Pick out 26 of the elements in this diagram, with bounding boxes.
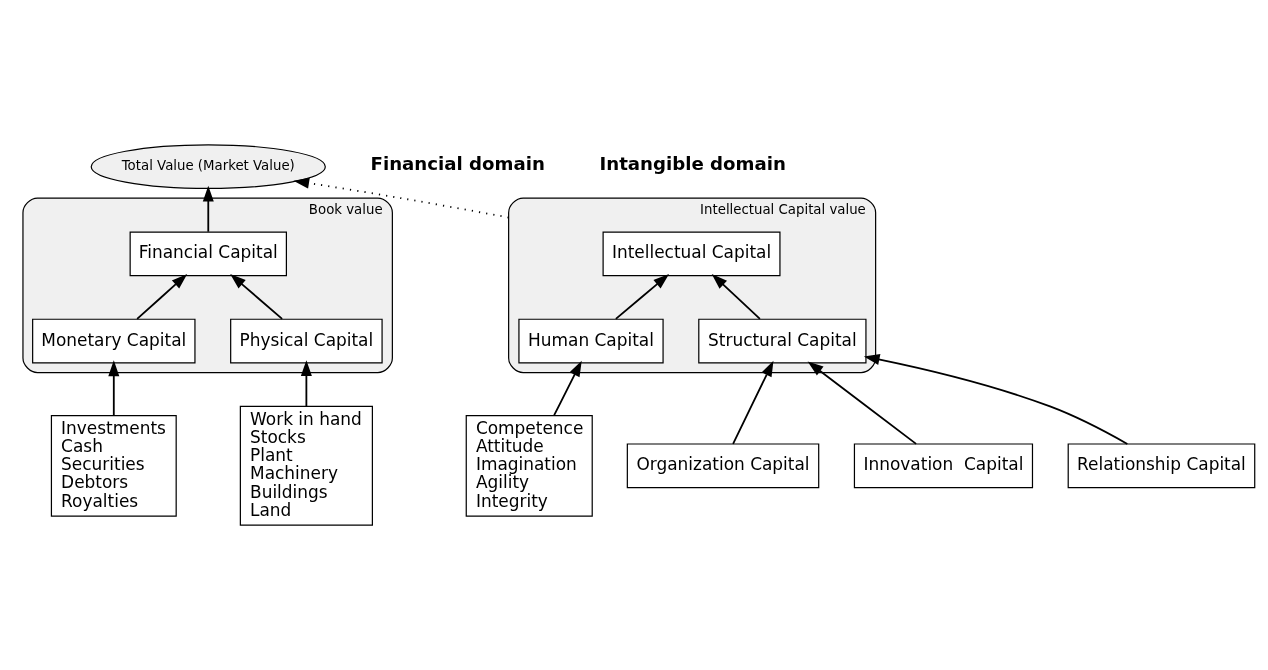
node-box: Relationship Capital [1067,443,1256,489]
arrow [230,273,284,320]
arrow [136,273,188,320]
arrow [711,273,761,320]
label: Intangible domain [599,152,786,174]
node-box: Human Capital [518,318,664,364]
arrow [293,177,510,219]
arrow [553,360,582,417]
arrow [807,361,918,445]
node-box: Intellectual Capital [602,231,781,277]
node-box: Financial Capital [129,231,287,277]
node-box: Competence Attitude Imagination Agility Integrity [465,414,593,517]
arrow [614,274,670,320]
arrow [863,354,1129,445]
node-box: Investments Cash Securities Debtors Royalties [50,414,177,517]
node-box: Organization Capital [626,443,820,489]
node-box: Innovation Capital [853,443,1034,489]
arrow [732,360,774,445]
node-box: Monetary Capital [32,318,196,364]
node-box: Structural Capital [698,318,867,364]
arrow [202,185,214,233]
node-box: Work in hand Stocks Plant Machinery Buildings Land [239,405,373,526]
label: Financial domain [370,152,545,174]
arrow [300,360,312,408]
node-box: Physical Capital [230,318,383,364]
arrow [108,360,120,417]
